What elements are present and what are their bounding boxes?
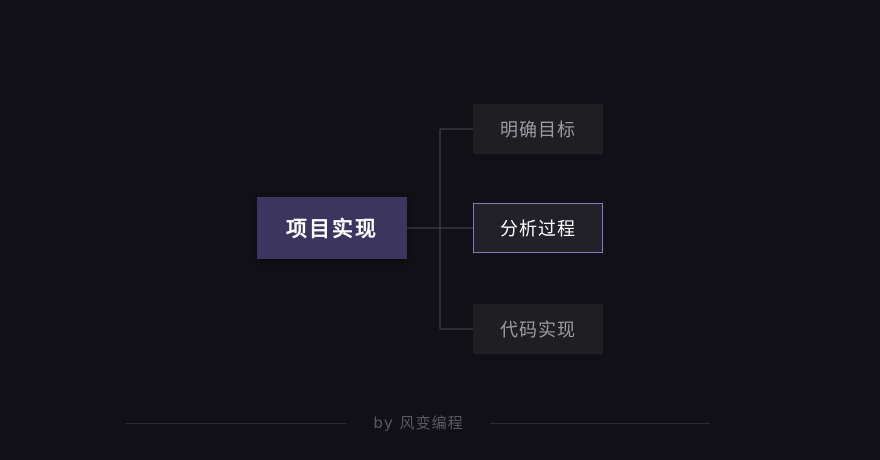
child-node-code[interactable]: 代码实现 (473, 304, 603, 354)
footer-divider-right (490, 423, 710, 424)
child-node-analysis-active[interactable]: 分析过程 (473, 203, 603, 253)
child-node-label: 分析过程 (500, 219, 576, 240)
root-node[interactable]: 项目实现 (257, 197, 407, 259)
footer-credit: by 风变编程 (373, 414, 464, 432)
footer-divider-left (125, 423, 347, 424)
root-node-label: 项目实现 (286, 217, 378, 241)
footer: by 风变编程 (0, 408, 880, 440)
child-node-label: 明确目标 (500, 120, 576, 141)
child-node-label: 代码实现 (500, 320, 576, 341)
child-node-goal[interactable]: 明确目标 (473, 104, 603, 154)
